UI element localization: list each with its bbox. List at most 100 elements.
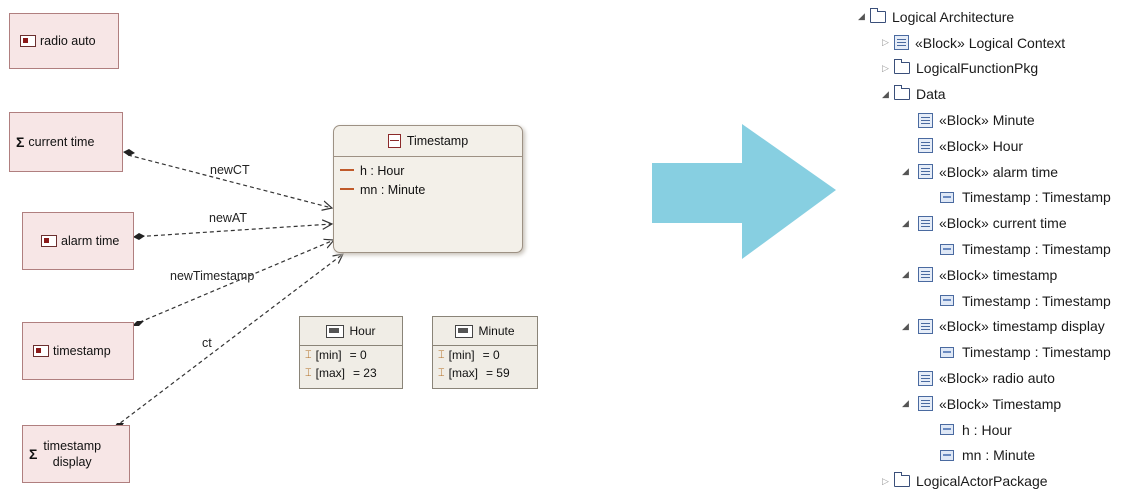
class-icon (387, 134, 401, 148)
expanded-triangle-icon[interactable]: ◢ (902, 320, 909, 331)
attribute-label: h : Hour (360, 163, 405, 178)
datatype-header: Hour (300, 317, 402, 346)
tree-item-block-timestamp[interactable]: ◢ «Block» timestamp (858, 262, 1146, 288)
expanded-triangle-icon[interactable]: ◢ (902, 217, 909, 228)
tree-item-block-timestamp-display[interactable]: ◢ «Block» timestamp display (858, 314, 1146, 340)
block-label-line2: display (52, 455, 92, 469)
tree-item-block-timestamp-class[interactable]: ◢ «Block» Timestamp (858, 391, 1146, 417)
tree-item-data[interactable]: ◢ Data (858, 81, 1146, 107)
block-timestamp-display[interactable]: Σ timestamp display (22, 425, 130, 483)
connector-newAT[interactable] (132, 224, 332, 238)
block-icon (894, 35, 909, 51)
literal-value: = 23 (352, 366, 377, 380)
folder-icon (894, 85, 910, 101)
literal-label: [max] (315, 366, 345, 380)
block-radio-auto[interactable]: radio auto (9, 13, 119, 69)
tree-item-part[interactable]: Timestamp : Timestamp (858, 339, 1146, 365)
literal-icon: ⌶ (438, 348, 445, 361)
tree-item-label: «Block» Hour (939, 137, 1024, 154)
tree-item-logical-architecture[interactable]: ◢ Logical Architecture (858, 4, 1146, 30)
expanded-triangle-icon[interactable]: ◢ (902, 398, 909, 409)
block-label: timestamp (53, 344, 111, 358)
block-icon (918, 370, 933, 386)
block-label-line1: timestamp (43, 439, 102, 453)
tree-item-block-current-time[interactable]: ◢ «Block» current time (858, 210, 1146, 236)
block-timestamp[interactable]: timestamp (22, 322, 134, 380)
block-label: radio auto (40, 34, 96, 48)
literal-row[interactable]: ⌶ [max] = 59 (433, 364, 537, 382)
sigma-icon: Σ (29, 446, 38, 462)
diamond-newCT (123, 149, 135, 156)
block-icon (918, 138, 933, 154)
literal-label: [min] (448, 348, 475, 362)
collapsed-triangle-icon[interactable]: ▷ (882, 37, 889, 48)
tree-item-block-hour[interactable]: «Block» Hour (858, 133, 1146, 159)
literal-icon: ⌶ (305, 366, 312, 379)
block-icon (918, 267, 933, 283)
label-newTimestamp: newTimestamp (170, 269, 255, 283)
tree-item-part[interactable]: Timestamp : Timestamp (858, 288, 1146, 314)
datatype-minute[interactable]: Minute ⌶ [min] = 0 ⌶ [max] = 59 (432, 316, 538, 389)
tree-item-block-minute[interactable]: «Block» Minute (858, 107, 1146, 133)
block-label: alarm time (61, 234, 120, 248)
part-icon (940, 295, 954, 307)
block-icon (918, 164, 933, 180)
class-header: Timestamp (334, 126, 522, 157)
label-ct: ct (202, 336, 212, 350)
label-newAT: newAT (209, 211, 247, 225)
tree-item-block-radio-auto[interactable]: «Block» radio auto (858, 365, 1146, 391)
attribute-row[interactable]: mn : Minute (334, 180, 522, 199)
block-icon (41, 235, 57, 247)
literal-row[interactable]: ⌶ [max] = 23 (300, 364, 402, 382)
tree-item-property[interactable]: h : Hour (858, 417, 1146, 443)
attribute-label: mn : Minute (360, 182, 426, 197)
connector-newTimestamp[interactable] (132, 240, 334, 326)
tree-item-label: Timestamp : Timestamp (962, 241, 1111, 258)
literal-value: = 0 (482, 348, 500, 362)
block-icon (20, 35, 36, 47)
tree-item-label: «Block» current time (939, 215, 1067, 232)
tree-item-label: «Block» radio auto (939, 370, 1055, 387)
part-icon (940, 243, 954, 255)
label-newCT: newCT (210, 163, 250, 177)
tree-item-block-alarm-time[interactable]: ◢ «Block» alarm time (858, 159, 1146, 185)
collapsed-triangle-icon[interactable]: ▷ (882, 475, 889, 486)
sigma-icon: Σ (16, 134, 25, 150)
tree-item-logical-context[interactable]: ▷ «Block» Logical Context (858, 30, 1146, 56)
tree-item-label: «Block» Minute (939, 112, 1035, 129)
block-icon (918, 318, 933, 334)
expanded-triangle-icon[interactable]: ◢ (902, 166, 909, 177)
expanded-triangle-icon[interactable]: ◢ (858, 11, 865, 22)
tree-item-label: Logical Architecture (892, 8, 1015, 25)
block-icon (918, 396, 933, 412)
datatype-hour[interactable]: Hour ⌶ [min] = 0 ⌶ [max] = 23 (299, 316, 403, 389)
literal-icon: ⌶ (305, 348, 312, 361)
datatype-icon (326, 324, 345, 338)
block-alarm-time[interactable]: alarm time (22, 212, 134, 270)
datatype-name: Hour (349, 324, 376, 338)
tree-item-label: Data (916, 86, 946, 103)
tree-item-part[interactable]: Timestamp : Timestamp (858, 185, 1146, 211)
part-icon (940, 346, 954, 358)
connector-newCT[interactable] (127, 154, 332, 208)
attribute-row[interactable]: h : Hour (334, 161, 522, 180)
literal-value: = 59 (485, 366, 510, 380)
tree-item-logical-actor-package[interactable]: ▷ LogicalActorPackage (858, 468, 1146, 494)
datatype-header: Minute (433, 317, 537, 346)
model-tree: ◢ Logical Architecture ▷ «Block» Logical… (858, 4, 1146, 494)
connector-ct[interactable] (114, 254, 343, 428)
tree-item-property[interactable]: mn : Minute (858, 443, 1146, 469)
literal-label: [min] (315, 348, 342, 362)
tree-item-logical-function-pkg[interactable]: ▷ LogicalFunctionPkg (858, 56, 1146, 82)
tree-item-label: «Block» Timestamp (939, 395, 1062, 412)
expanded-triangle-icon[interactable]: ◢ (882, 88, 889, 99)
tree-item-label: h : Hour (962, 421, 1012, 438)
attribute-icon (340, 168, 354, 177)
literal-row[interactable]: ⌶ [min] = 0 (433, 346, 537, 364)
collapsed-triangle-icon[interactable]: ▷ (882, 62, 889, 73)
block-current-time[interactable]: Σ current time (9, 112, 123, 172)
tree-item-part[interactable]: Timestamp : Timestamp (858, 236, 1146, 262)
timestamp-class[interactable]: Timestamp h : Hour mn : Minute (333, 125, 523, 253)
expanded-triangle-icon[interactable]: ◢ (902, 269, 909, 280)
literal-row[interactable]: ⌶ [min] = 0 (300, 346, 402, 364)
